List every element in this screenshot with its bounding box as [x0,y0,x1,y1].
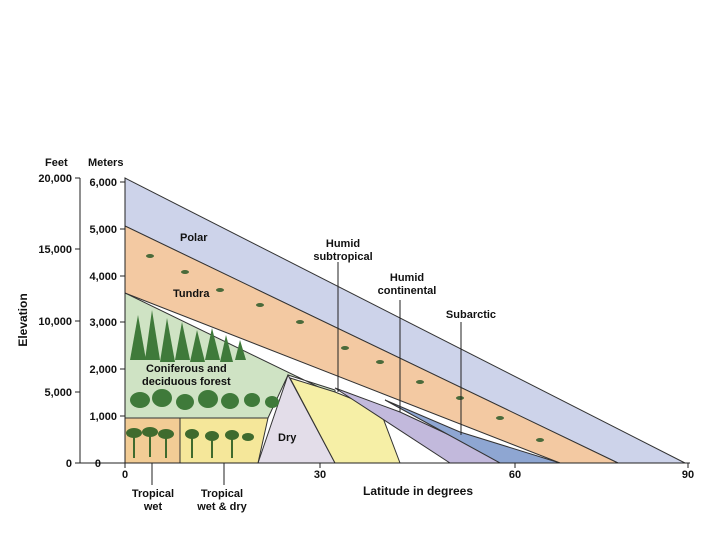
feet-tick-5000: 5,000 [44,387,72,399]
humid-continental-label-line2: continental [378,285,437,297]
subarctic-label: Subarctic [446,309,496,321]
meter-tick-6000: 6,000 [89,177,117,189]
meter-tick-3000: 3,000 [89,317,117,329]
polar-label: Polar [180,232,208,244]
meter-tick-1000: 1,000 [89,411,117,423]
tropical-wetdry-label-line2: wet & dry [196,501,247,513]
forest-label-line1: Coniferous and [146,363,227,375]
meter-ticks: 6,000 5,000 4,000 3,000 2,000 1,000 0 [89,177,125,470]
latitude-ticks: 0 30 60 90 [122,463,694,481]
meter-tick-2000: 2,000 [89,364,117,376]
meter-tick-0: 0 [95,458,101,470]
feet-tick-20000: 20,000 [38,173,72,185]
feet-tick-0: 0 [66,458,72,470]
tundra-label: Tundra [173,288,210,300]
humid-subtropical-label-line1: Humid [326,238,360,250]
tropical-wet-label-line1: Tropical [132,488,174,500]
meter-tick-4000: 4,000 [89,271,117,283]
feet-ticks: 20,000 15,000 10,000 5,000 0 [38,173,80,470]
latitude-axis-title: Latitude in degrees [363,484,473,498]
forest-vegetation [130,310,279,410]
lat-tick-0: 0 [122,469,128,481]
lat-tick-60: 60 [509,469,521,481]
meters-unit-label: Meters [88,157,123,169]
tropical-wet-label-line2: wet [143,501,163,513]
humid-subtropical-zone [288,377,401,464]
lat-tick-30: 30 [314,469,326,481]
humid-subtropical-label-line2: subtropical [313,251,372,263]
lat-tick-90: 90 [682,469,694,481]
tropical-wetdry-zone [179,417,269,464]
elevation-axis-title: Elevation [16,293,30,346]
meter-tick-5000: 5,000 [89,224,117,236]
feet-tick-15000: 15,000 [38,244,72,256]
tropical-vegetation [126,427,254,458]
forest-label-line2: deciduous forest [142,376,231,388]
humid-continental-label-line1: Humid [390,272,424,284]
tropical-wetdry-label-line1: Tropical [201,488,243,500]
feet-unit-label: Feet [45,157,68,169]
feet-tick-10000: 10,000 [38,316,72,328]
dry-label: Dry [278,432,297,444]
tundra-shrubs [146,254,544,442]
